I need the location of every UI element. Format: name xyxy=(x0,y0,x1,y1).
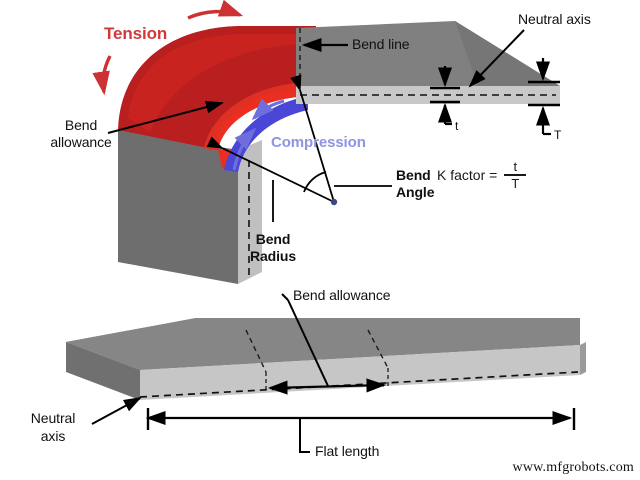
dimension-t xyxy=(430,66,460,126)
k-factor-fraction: t T xyxy=(504,159,527,191)
neutral-axis-leader-top xyxy=(468,29,525,88)
bend-allowance-dimension xyxy=(267,378,387,395)
flat-length-leader xyxy=(299,418,310,453)
bent-part-3d xyxy=(92,0,560,284)
tension-highlight xyxy=(128,34,310,132)
tension-label: Tension xyxy=(104,24,168,43)
blank-front-edge xyxy=(140,345,580,400)
k-factor-denominator: T xyxy=(511,175,520,191)
k-factor-formula: K factor = t T xyxy=(437,159,527,191)
dimension-label-T: T xyxy=(554,128,562,142)
bend-angle-label-line2: Angle xyxy=(396,184,435,200)
bend-allowance-label-top-line2: allowance xyxy=(50,134,112,150)
neutral-axis-leader-bottom xyxy=(91,397,142,425)
bend-angle-arc xyxy=(303,171,327,193)
bend-allowance-label-top-line1: Bend xyxy=(64,117,98,133)
compression-label: Compression xyxy=(271,134,366,151)
k-factor-equals: K factor = xyxy=(437,166,498,183)
bend-radius-leader-outer xyxy=(206,136,335,203)
bend-radius-label-line1: Bend xyxy=(255,231,291,247)
bend-line-label: Bend line xyxy=(352,36,410,52)
dimension-label-t: t xyxy=(455,119,459,133)
watermark: www.mfgrobots.com xyxy=(512,460,634,475)
fraction-bar-icon xyxy=(504,174,527,176)
blank-bend-line-right xyxy=(367,329,389,369)
k-factor-numerator: t xyxy=(513,159,518,174)
neutral-axis-label-bottom-line1: Neutral xyxy=(30,410,76,426)
bend-radius-leader-inner xyxy=(290,74,335,203)
neutral-axis-label-bottom-line2: axis xyxy=(40,428,66,444)
blank-right-face xyxy=(580,342,586,375)
flat-length-label: Flat length xyxy=(315,443,380,459)
bend-radius-label-line2: Radius xyxy=(249,248,297,264)
compression-arrow-lower xyxy=(232,127,257,171)
bend-allowance-leader-hook xyxy=(281,293,289,301)
bend-angle-label-line1: Bend xyxy=(396,167,431,183)
plate-top-facet xyxy=(455,21,560,86)
bend-angle-vertex xyxy=(330,198,338,206)
tension-arrow-top xyxy=(187,0,244,20)
compression-band xyxy=(224,96,308,172)
blank-bend-line-left xyxy=(245,329,267,373)
flange-edge-face xyxy=(238,140,262,284)
bend-allowance-leader-top xyxy=(107,100,224,134)
plate-edge-face xyxy=(296,86,560,104)
blank-top-face-main xyxy=(66,318,580,370)
flange-side-face xyxy=(118,130,238,284)
tension-band-edge xyxy=(204,82,316,150)
tension-arrow-left xyxy=(92,55,112,96)
bend-allowance-label-bottom: Bend allowance xyxy=(293,287,391,303)
dimension-T xyxy=(528,58,560,136)
neutral-axis-label-top: Neutral axis xyxy=(518,11,591,27)
compression-arrow-upper xyxy=(251,98,285,121)
blank-left-face xyxy=(66,342,140,400)
bend-allowance-leader-bottom xyxy=(287,299,329,387)
flat-blank-3d xyxy=(66,318,586,400)
